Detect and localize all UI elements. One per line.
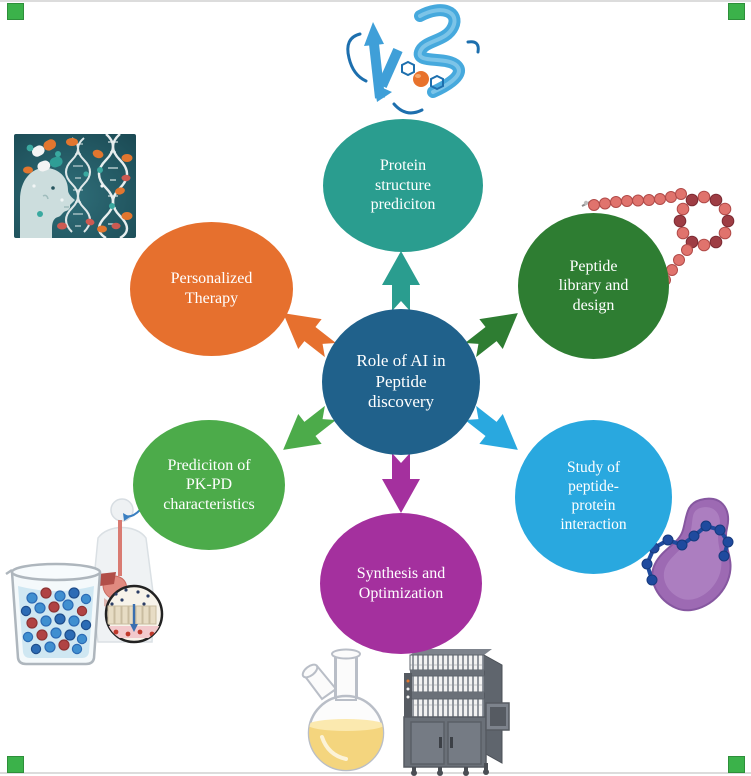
node-personalized-therapy: Personalized Therapy bbox=[130, 222, 293, 356]
node-peptide-library-design-label: Peptide library and design bbox=[558, 257, 629, 314]
selection-handle-top-right[interactable] bbox=[728, 3, 745, 20]
node-synthesis-optimization: Synthesis and Optimization bbox=[320, 513, 482, 654]
node-peptide-protein-interaction-label: Study of peptide- protein interaction bbox=[560, 459, 627, 533]
peptide-protein-binding-icon bbox=[641, 497, 734, 612]
node-protein-structure-prediction-label: Protein structure prediciton bbox=[370, 157, 436, 214]
selection-handle-bottom-right[interactable] bbox=[728, 756, 745, 773]
selection-handle-top-left[interactable] bbox=[7, 3, 24, 20]
node-pkpd-prediction-label: Prediciton of PK-PD characteristics bbox=[163, 456, 255, 513]
arrow-down-right bbox=[465, 405, 518, 450]
node-synthesis-optimization-label: Synthesis and Optimization bbox=[356, 564, 446, 602]
node-personalized-therapy-label: Personalized Therapy bbox=[170, 270, 253, 307]
node-role-of-ai-label: Role of AI in Peptide discovery bbox=[356, 350, 446, 412]
bottom-border-line bbox=[0, 772, 751, 774]
top-border-line bbox=[0, 0, 751, 2]
arrow-up bbox=[382, 251, 420, 311]
dna-pills-head-icon bbox=[14, 134, 136, 238]
node-peptide-protein-interaction: Study of peptide- protein interaction bbox=[515, 420, 672, 574]
arrow-up-left bbox=[283, 313, 336, 358]
protein-ribbon-icon bbox=[346, 4, 480, 115]
arrow-up-right bbox=[465, 313, 518, 358]
peptide-bead-chain-icon bbox=[581, 188, 735, 295]
arrow-down bbox=[382, 453, 420, 513]
node-protein-structure-prediction: Protein structure prediciton bbox=[323, 119, 483, 252]
node-peptide-library-design: Peptide library and design bbox=[518, 213, 669, 359]
node-pkpd-prediction: Prediciton of PK-PD characteristics bbox=[133, 420, 285, 550]
node-role-of-ai: Role of AI in Peptide discovery bbox=[322, 309, 480, 455]
selection-handle-bottom-left[interactable] bbox=[7, 756, 24, 773]
arrow-down-left bbox=[283, 405, 336, 450]
flask-synthesizer-icon bbox=[301, 648, 510, 776]
